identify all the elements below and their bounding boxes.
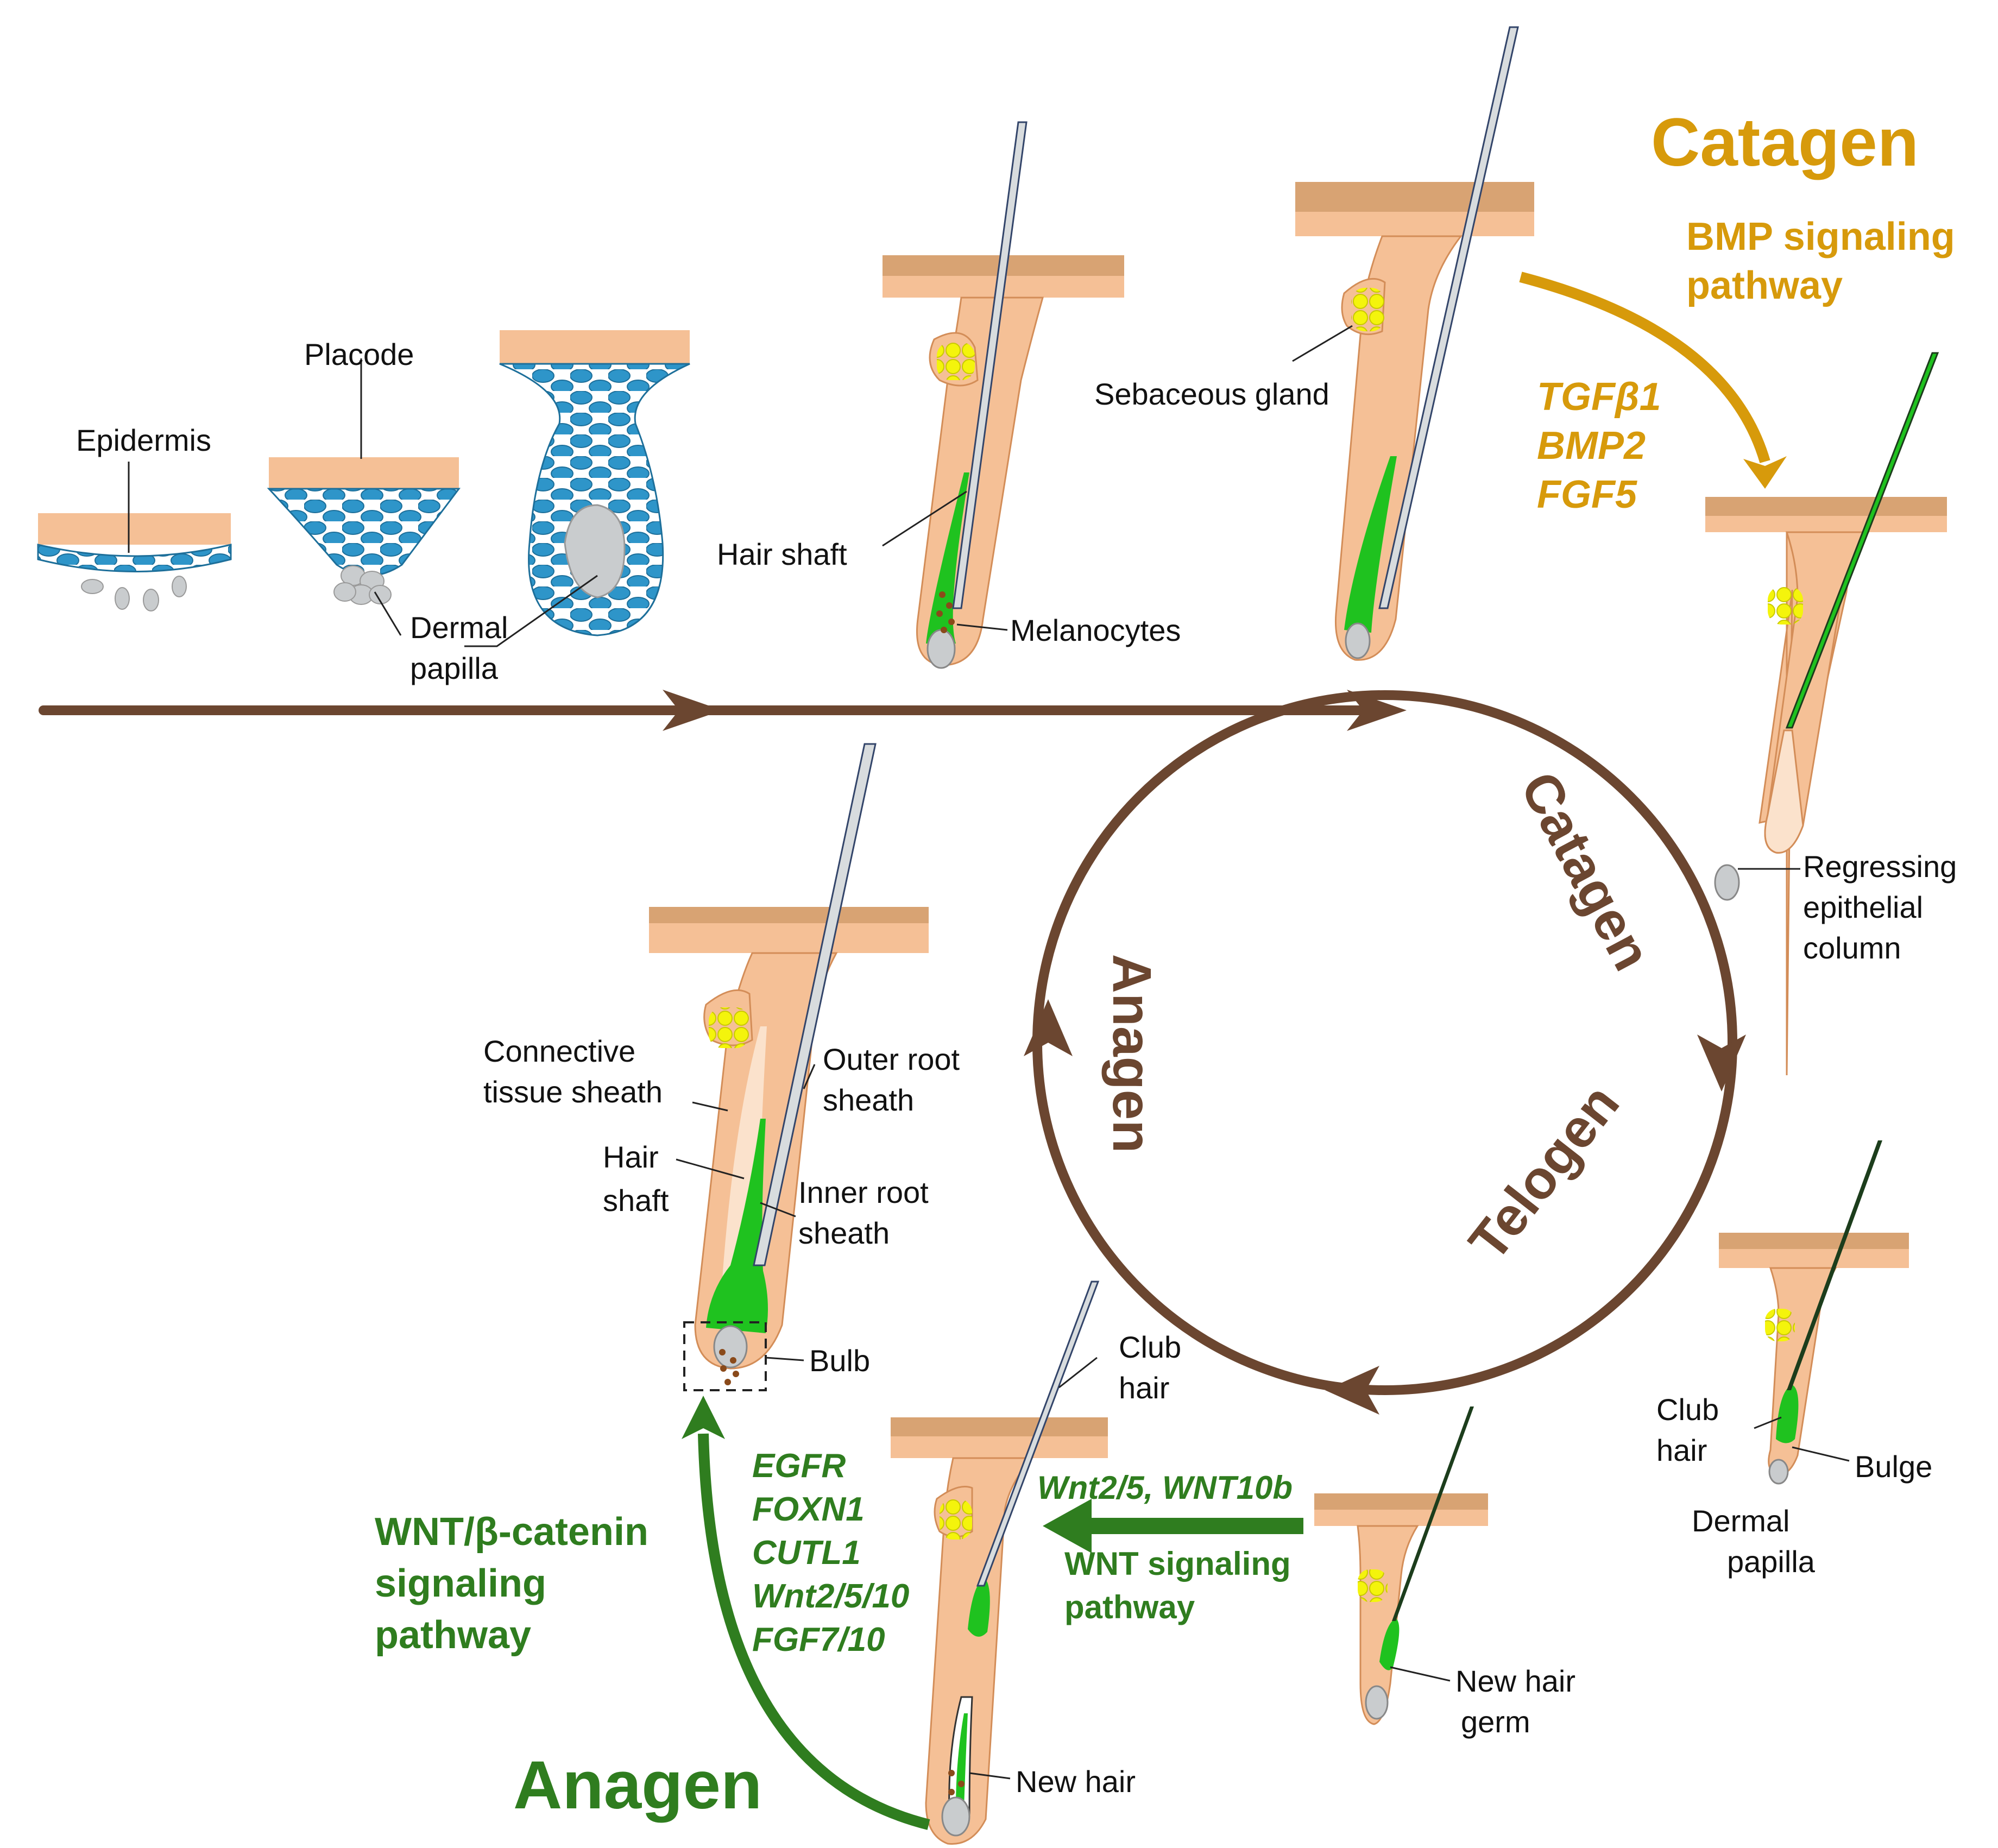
- placode-label: Placode: [304, 337, 414, 371]
- regressing-label-line1: Regressing: [1803, 849, 1957, 884]
- development-timeline-arrow: [39, 690, 1407, 731]
- wnt-beta-line1: WNT/β-catenin: [375, 1510, 648, 1554]
- stage-hair-peg: [499, 330, 690, 636]
- early-club-hair-line2: hair: [1119, 1371, 1169, 1405]
- stage-placode: [267, 457, 461, 605]
- catagen-gene-2: BMP2: [1537, 424, 1646, 468]
- wnt-pathway-line2: pathway: [1064, 1589, 1195, 1625]
- wnt-beta-green-arrow: [698, 1433, 930, 1830]
- anagen-title: Anagen: [513, 1748, 762, 1823]
- epidermis-label: Epidermis: [76, 423, 211, 457]
- follicle-late-anagen: [1295, 26, 1534, 661]
- follicle-early-anagen: [891, 1281, 1108, 1845]
- follicle-telogen: [1719, 1140, 1909, 1485]
- follicle-mature-anagen: [649, 743, 929, 1391]
- early-club-hair-line1: Club: [1119, 1330, 1181, 1364]
- anatomy-hair-line1: Hair: [603, 1140, 659, 1174]
- regressing-label-line3: column: [1803, 931, 1901, 965]
- cycle-anagen-label: Anagen: [1101, 954, 1162, 1153]
- inner-root-line2: sheath: [798, 1216, 890, 1250]
- anagen-gene-5: FGF7/10: [752, 1621, 885, 1658]
- melanocytes-label: Melanocytes: [1010, 613, 1181, 647]
- cycle-telogen-label: Telogen: [1457, 1073, 1631, 1271]
- anagen-gene-2: FOXN1: [752, 1491, 865, 1528]
- bmp-pathway-line1: BMP signaling: [1686, 215, 1955, 258]
- dermal-papilla-label-line1: Dermal: [410, 610, 508, 645]
- anatomy-hair-line2: shaft: [603, 1183, 669, 1218]
- new-hair-germ-line2: germ: [1461, 1705, 1530, 1739]
- follicle-catagen: [1705, 352, 1947, 1076]
- connective-line1: Connective: [483, 1034, 635, 1068]
- wnt-genes: Wnt2/5, WNT10b: [1037, 1469, 1293, 1506]
- sebaceous-gland-label: Sebaceous gland: [1094, 377, 1329, 411]
- wnt-beta-line3: pathway: [375, 1613, 531, 1657]
- dermal-papilla-label-line2: papilla: [410, 651, 499, 685]
- outer-root-line2: sheath: [823, 1083, 914, 1117]
- stage-epidermis: [37, 513, 232, 611]
- follicle-full-anagen: [883, 121, 1124, 669]
- new-hair-label: New hair: [1016, 1764, 1136, 1799]
- connective-line2: tissue sheath: [483, 1075, 663, 1109]
- anagen-gene-1: EGFR: [752, 1447, 846, 1485]
- cycle-catagen-label: Catagen: [1509, 762, 1663, 980]
- telogen-papilla-line1: Dermal: [1692, 1504, 1789, 1538]
- wnt-green-arrow: [1043, 1499, 1303, 1553]
- telogen-club-hair-line1: Club: [1656, 1392, 1719, 1427]
- catagen-gene-3: FGF5: [1537, 473, 1637, 516]
- wnt-pathway-line1: WNT signaling: [1064, 1546, 1291, 1582]
- bulge-label: Bulge: [1855, 1449, 1932, 1484]
- new-hair-germ-line1: New hair: [1455, 1664, 1575, 1698]
- catagen-gold-arrow: [1519, 272, 1770, 463]
- bulb-label: Bulb: [809, 1344, 870, 1378]
- telogen-club-hair-line2: hair: [1656, 1433, 1707, 1467]
- wnt-beta-line2: signaling: [375, 1562, 546, 1605]
- telogen-papilla-line2: papilla: [1727, 1544, 1816, 1579]
- hair-shaft-label-top: Hair shaft: [717, 537, 847, 571]
- catagen-gene-1: TGFβ1: [1537, 375, 1661, 419]
- bmp-pathway-line2: pathway: [1686, 264, 1843, 307]
- anagen-gene-3: CUTL1: [752, 1534, 861, 1572]
- regressing-label-line2: epithelial: [1803, 890, 1923, 924]
- outer-root-line1: Outer root: [823, 1042, 960, 1076]
- follicle-new-hair-germ: [1314, 1407, 1488, 1725]
- hair-cycle-circle: [1024, 690, 1746, 1415]
- catagen-title: Catagen: [1651, 105, 1919, 180]
- anagen-gene-4: Wnt2/5/10: [752, 1578, 909, 1615]
- inner-root-line1: Inner root: [798, 1175, 929, 1209]
